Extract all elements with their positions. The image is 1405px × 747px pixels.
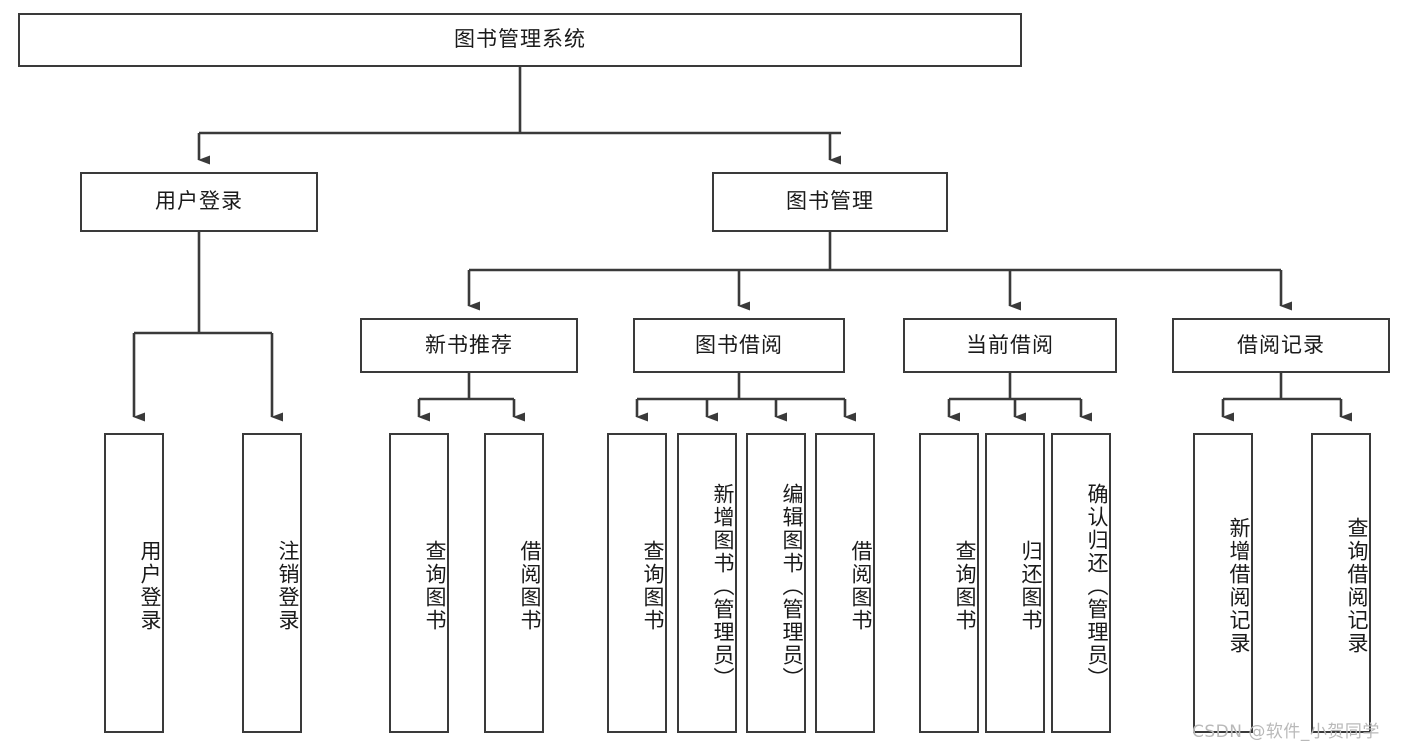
node-label: 查询借阅记录 — [1345, 517, 1369, 655]
node-borrow-records[interactable]: 借阅记录 — [1172, 318, 1390, 373]
leaf-user-login-login[interactable]: 用户登录 — [104, 433, 164, 733]
node-label: 注销登录 — [276, 540, 300, 632]
leaf-current-borrow-return-book[interactable]: 归还图书 — [985, 433, 1045, 733]
node-label: 图书管理 — [786, 189, 874, 214]
leaf-book-borrow-edit-book-admin[interactable]: 编辑图书（管理员） — [746, 433, 806, 733]
csdn-watermark: CSDN @软件_小贺同学 — [1192, 722, 1380, 742]
node-label: 借阅记录 — [1237, 332, 1325, 357]
node-user-login[interactable]: 用户登录 — [80, 172, 318, 232]
node-label: 新增图书（管理员） — [711, 482, 735, 690]
node-label: 新增借阅记录 — [1227, 517, 1251, 655]
node-label: 图书借阅 — [695, 332, 783, 357]
leaf-current-borrow-confirm-return-admin[interactable]: 确认归还（管理员） — [1051, 433, 1111, 733]
leaf-user-login-logout[interactable]: 注销登录 — [242, 433, 302, 733]
node-label: 编辑图书（管理员） — [780, 482, 804, 690]
node-book-management[interactable]: 图书管理 — [712, 172, 948, 232]
node-label: 当前借阅 — [966, 332, 1054, 357]
node-label: 用户登录 — [155, 189, 243, 214]
leaf-book-borrow-borrow-book[interactable]: 借阅图书 — [815, 433, 875, 733]
node-label: 确认归还（管理员） — [1085, 482, 1109, 690]
node-current-borrowing[interactable]: 当前借阅 — [903, 318, 1117, 373]
node-label: 图书管理系统 — [454, 27, 586, 52]
leaf-new-book-borrow-book[interactable]: 借阅图书 — [484, 433, 544, 733]
node-root-book-management-system[interactable]: 图书管理系统 — [18, 13, 1022, 67]
node-label: 查询图书 — [953, 540, 977, 632]
leaf-current-borrow-query-book[interactable]: 查询图书 — [919, 433, 979, 733]
node-label: 查询图书 — [423, 540, 447, 632]
leaf-borrow-record-query-record[interactable]: 查询借阅记录 — [1311, 433, 1371, 733]
node-book-borrowing[interactable]: 图书借阅 — [633, 318, 845, 373]
node-label: 归还图书 — [1019, 540, 1043, 632]
leaf-book-borrow-query-book[interactable]: 查询图书 — [607, 433, 667, 733]
node-label: 新书推荐 — [425, 332, 513, 357]
node-label: 借阅图书 — [518, 540, 542, 632]
leaf-new-book-query-book[interactable]: 查询图书 — [389, 433, 449, 733]
node-label: 借阅图书 — [849, 540, 873, 632]
node-label: 用户登录 — [138, 540, 162, 632]
leaf-borrow-record-add-record[interactable]: 新增借阅记录 — [1193, 433, 1253, 733]
node-new-book-recommendation[interactable]: 新书推荐 — [360, 318, 578, 373]
node-label: 查询图书 — [641, 540, 665, 632]
leaf-book-borrow-add-book-admin[interactable]: 新增图书（管理员） — [677, 433, 737, 733]
